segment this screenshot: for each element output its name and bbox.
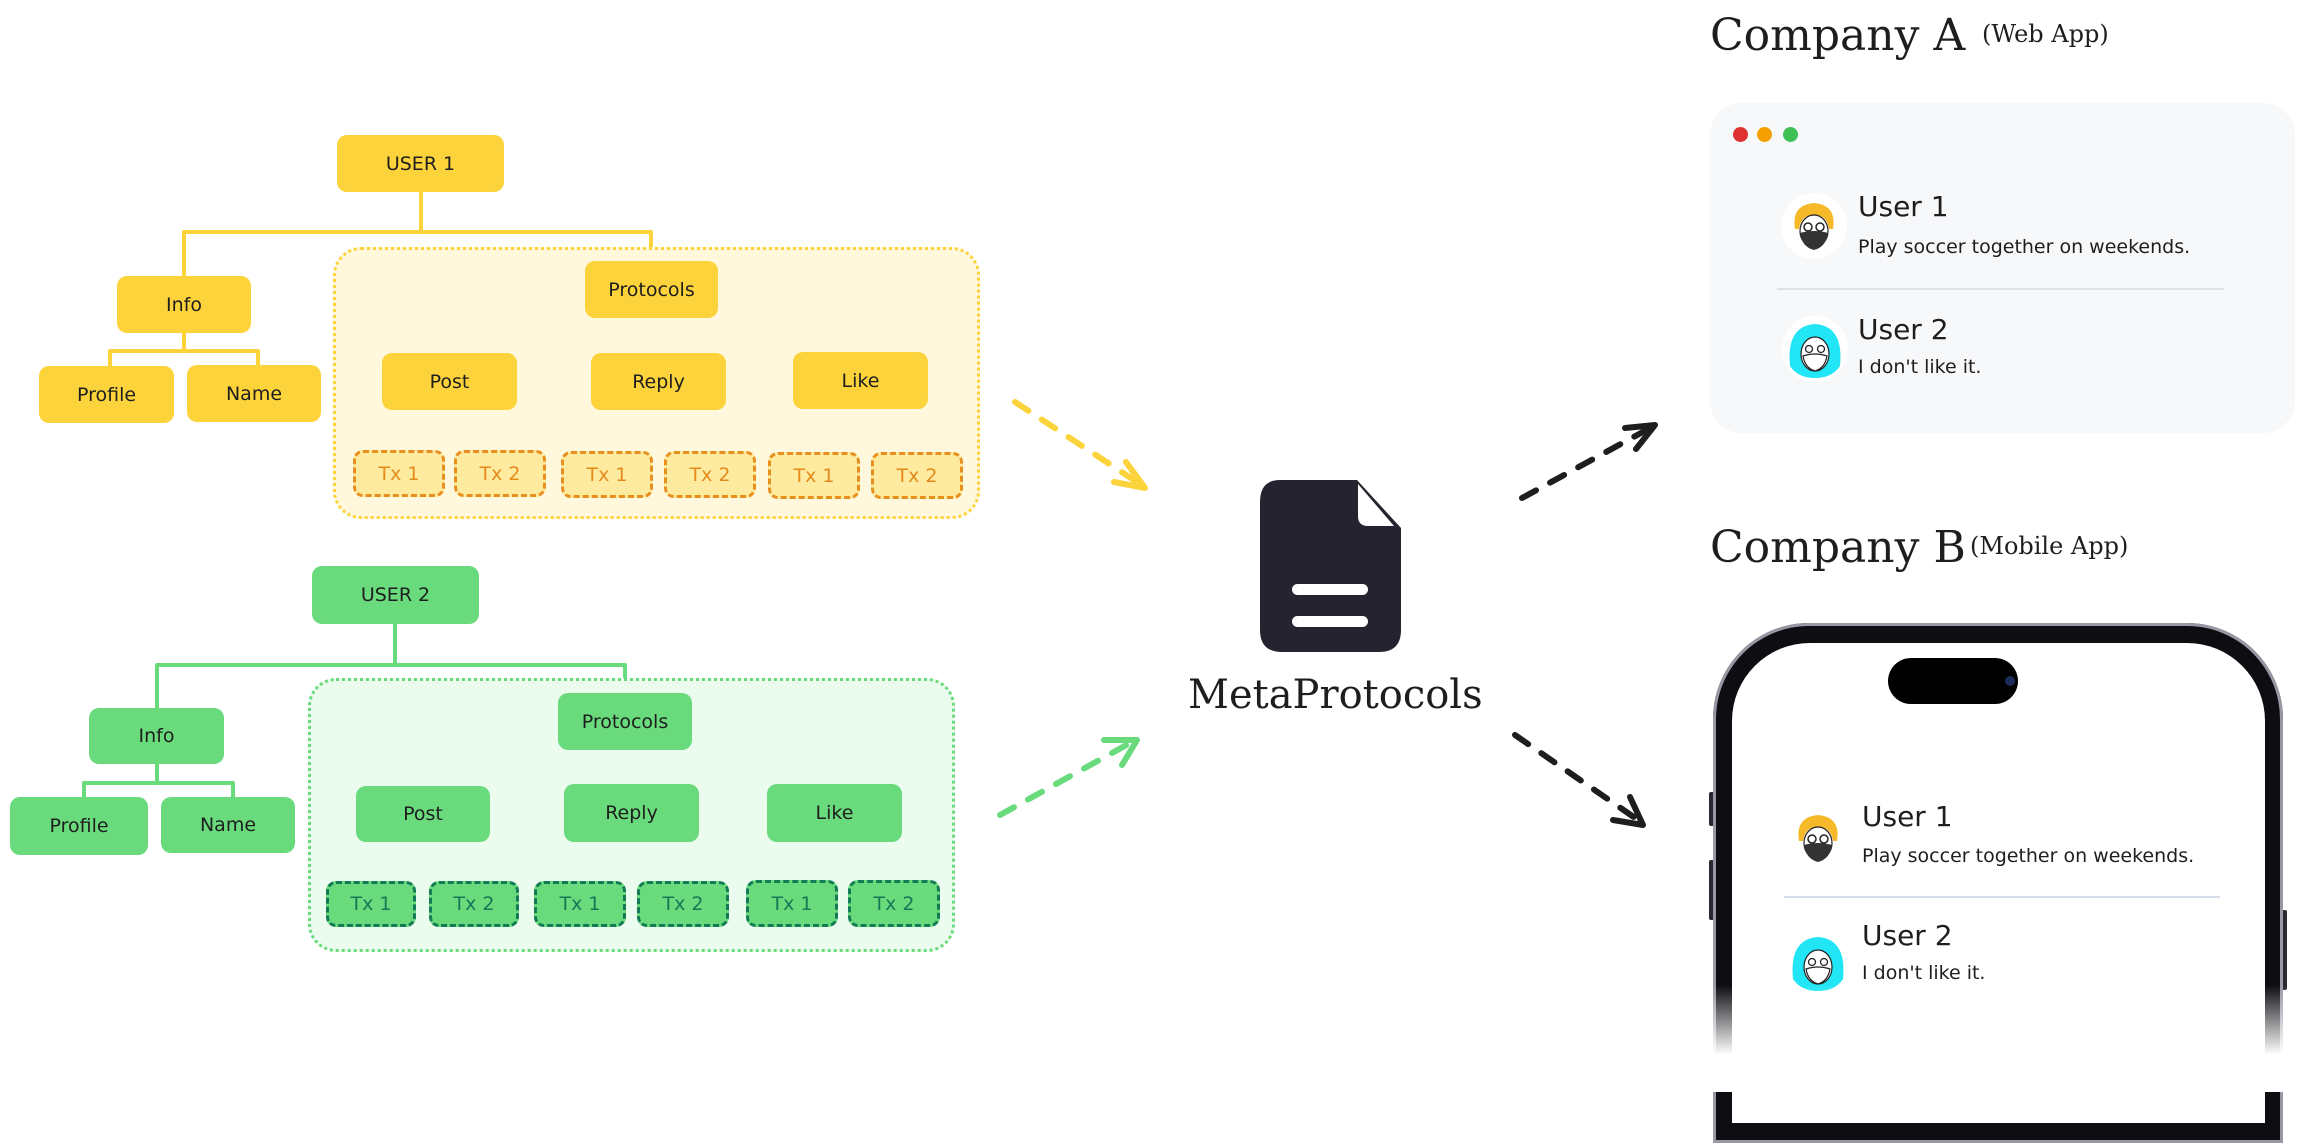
node-label: Protocols bbox=[608, 278, 695, 301]
arrow-meta-to-company-a bbox=[1519, 422, 1658, 501]
post-user-name: User 1 bbox=[1862, 800, 1953, 833]
company-a-title: Company A bbox=[1710, 10, 1966, 61]
tx-label: Tx 2 bbox=[896, 464, 938, 487]
user2-profile-node[interactable]: Profile bbox=[10, 797, 148, 855]
avatar-user-1 bbox=[1781, 193, 1847, 259]
user1-reply-tx2[interactable]: Tx 2 bbox=[664, 451, 756, 498]
user1-name-node[interactable]: Name bbox=[187, 365, 321, 422]
node-label: USER 2 bbox=[360, 584, 431, 606]
avatar-user-2 bbox=[1785, 929, 1851, 995]
phone-bottom-fade bbox=[1690, 985, 2304, 1092]
node-label: Like bbox=[841, 369, 880, 392]
company-b-subtitle: (Mobile App) bbox=[1970, 532, 2129, 560]
post-user-name: User 1 bbox=[1858, 190, 1949, 223]
tx-label: Tx 2 bbox=[662, 893, 704, 915]
user2-like-node[interactable]: Like bbox=[767, 784, 902, 842]
arrow-meta-to-company-b bbox=[1512, 732, 1646, 828]
post-text: Play soccer together on weekends. bbox=[1862, 845, 2195, 867]
post-divider bbox=[1777, 288, 2224, 290]
user2-post-node[interactable]: Post bbox=[356, 786, 490, 842]
user1-like-tx2[interactable]: Tx 2 bbox=[871, 452, 963, 499]
avatar-user-1 bbox=[1785, 805, 1851, 871]
user2-name-node[interactable]: Name bbox=[161, 797, 295, 853]
user1-face-icon bbox=[1798, 815, 1838, 862]
user2-reply-tx1[interactable]: Tx 1 bbox=[534, 881, 626, 927]
arrow-user1-to-meta bbox=[1012, 399, 1148, 491]
window-close-dot[interactable] bbox=[1733, 127, 1748, 142]
node-label: Like bbox=[815, 802, 854, 824]
user1-reply-node[interactable]: Reply bbox=[591, 353, 726, 410]
node-label: Profile bbox=[49, 815, 109, 837]
node-label: Info bbox=[166, 293, 202, 316]
node-label: Post bbox=[403, 803, 443, 825]
post-text: I don't like it. bbox=[1862, 962, 1986, 984]
node-label: Name bbox=[225, 382, 283, 405]
node-label: Protocols bbox=[581, 710, 669, 733]
user2-post-tx1[interactable]: Tx 1 bbox=[326, 881, 416, 927]
tx-label: Tx 1 bbox=[771, 892, 813, 915]
node-label: Info bbox=[138, 725, 175, 747]
user2-reply-node[interactable]: Reply bbox=[564, 784, 699, 842]
user1-like-node[interactable]: Like bbox=[793, 352, 928, 409]
user2-face-icon bbox=[1789, 324, 1841, 378]
node-label: Profile bbox=[76, 383, 137, 406]
phone-power-button bbox=[2282, 910, 2287, 990]
post-text: I don't like it. bbox=[1858, 356, 1982, 378]
web-app-window bbox=[1710, 103, 2295, 433]
user1-post-node[interactable]: Post bbox=[382, 353, 517, 410]
camera-icon bbox=[2005, 676, 2015, 686]
post-divider bbox=[1784, 896, 2220, 898]
document-icon[interactable] bbox=[1258, 478, 1404, 656]
user1-like-tx1[interactable]: Tx 1 bbox=[768, 452, 860, 499]
post-user-name: User 2 bbox=[1858, 313, 1949, 346]
window-minimize-dot[interactable] bbox=[1757, 127, 1772, 142]
tx-label: Tx 2 bbox=[479, 462, 521, 485]
post-user-name: User 2 bbox=[1862, 919, 1953, 952]
node-label: Post bbox=[429, 370, 470, 393]
user1-reply-tx1[interactable]: Tx 1 bbox=[561, 451, 653, 498]
company-b-title: Company B bbox=[1710, 522, 1966, 573]
tx-label: Tx 1 bbox=[350, 893, 392, 915]
user1-root-node[interactable]: USER 1 bbox=[337, 135, 504, 192]
dynamic-island bbox=[1888, 658, 2018, 704]
user2-like-tx2[interactable]: Tx 2 bbox=[848, 880, 940, 927]
tx-label: Tx 2 bbox=[453, 893, 495, 915]
company-a-subtitle: (Web App) bbox=[1982, 20, 2109, 48]
node-label: Name bbox=[199, 814, 257, 836]
user2-info-node[interactable]: Info bbox=[89, 708, 224, 764]
user1-face-icon bbox=[1794, 203, 1834, 250]
post-text: Play soccer together on weekends. bbox=[1858, 236, 2191, 258]
node-label: Reply bbox=[605, 802, 658, 824]
user1-profile-node[interactable]: Profile bbox=[39, 366, 174, 423]
user2-protocols-node[interactable]: Protocols bbox=[558, 693, 692, 750]
user1-protocols-node[interactable]: Protocols bbox=[585, 261, 718, 318]
user2-like-tx1[interactable]: Tx 1 bbox=[746, 880, 838, 927]
user1-post-tx2[interactable]: Tx 2 bbox=[454, 450, 546, 497]
phone-side-button bbox=[1709, 792, 1714, 826]
tx-label: Tx 1 bbox=[586, 463, 628, 486]
user1-post-tx1[interactable]: Tx 1 bbox=[353, 450, 445, 497]
phone-volume-button bbox=[1709, 860, 1714, 920]
window-maximize-dot[interactable] bbox=[1783, 127, 1798, 142]
user1-info-node[interactable]: Info bbox=[117, 276, 251, 333]
tx-label: Tx 1 bbox=[793, 464, 835, 487]
user2-reply-tx2[interactable]: Tx 2 bbox=[637, 881, 729, 927]
tx-label: Tx 1 bbox=[559, 893, 601, 915]
user2-root-node[interactable]: USER 2 bbox=[312, 566, 479, 624]
avatar-user-2 bbox=[1782, 316, 1848, 382]
metaprotocols-label: MetaProtocols bbox=[1188, 672, 1483, 718]
arrow-user2-to-meta bbox=[997, 737, 1140, 818]
user2-face-icon bbox=[1792, 937, 1844, 991]
tx-label: Tx 2 bbox=[873, 892, 915, 915]
tx-label: Tx 2 bbox=[689, 463, 731, 486]
node-label: USER 1 bbox=[385, 152, 456, 175]
node-label: Reply bbox=[632, 370, 685, 393]
tx-label: Tx 1 bbox=[378, 462, 420, 485]
user2-post-tx2[interactable]: Tx 2 bbox=[429, 881, 519, 927]
